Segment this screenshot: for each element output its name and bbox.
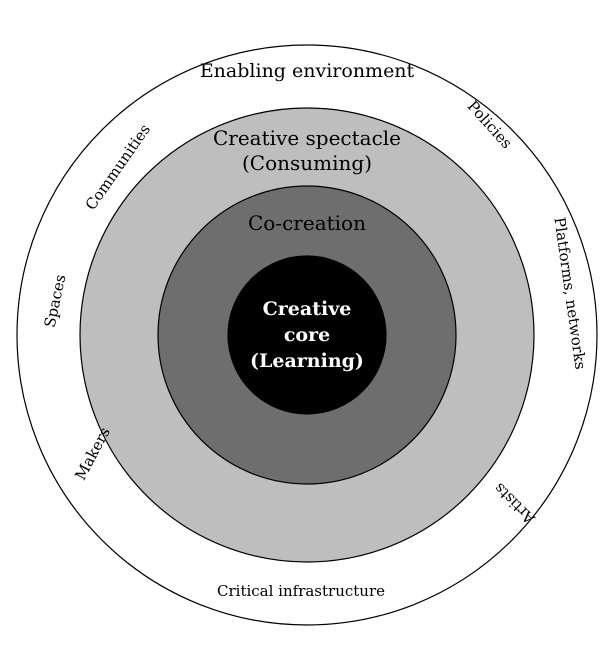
- creative-spectacle-label: Creative spectacle: [213, 126, 401, 150]
- consuming-label: (Consuming): [242, 151, 372, 175]
- core-core-label: core: [284, 324, 330, 346]
- co-creation-label: Co-creation: [248, 211, 366, 235]
- critical-infrastructure-label: Critical infrastructure: [217, 582, 385, 600]
- core-creative-label: Creative: [263, 298, 352, 320]
- creative-core-circle: [227, 255, 387, 415]
- enabling-environment-label: Enabling environment: [200, 60, 415, 82]
- core-learning-label: (Learning): [250, 350, 364, 372]
